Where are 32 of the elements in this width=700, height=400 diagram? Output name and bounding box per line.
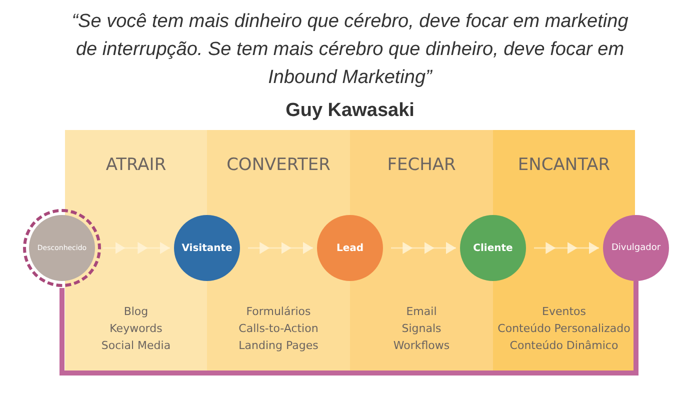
stage-heading: CONVERTER	[226, 155, 332, 175]
chevron-arrow	[534, 242, 599, 254]
stage-label: Cliente	[473, 242, 513, 254]
tactic-item: Conteúdo Personalizado	[496, 322, 632, 335]
stage-heading: FECHAR	[386, 155, 457, 175]
stage-heading: ENCANTAR	[516, 155, 612, 175]
tactic-item: Workflows	[392, 339, 451, 352]
stage-label: Visitante	[182, 242, 232, 254]
tactic-item: Landing Pages	[238, 339, 320, 352]
stage-label: Lead	[336, 242, 364, 254]
author-name: Guy Kawasaki	[284, 100, 416, 122]
tactic-item: Blog	[122, 305, 150, 318]
stage-header	[350, 130, 493, 200]
chevron-arrow	[248, 242, 313, 254]
quote-title: “Se você tem mais dinheiro que cérebro, deve focar em marketing de interrupção. Se tem mais cérebro que dinheiro, deve focar em Inbound Marketing”	[70, 10, 630, 90]
chevron-arrow	[391, 242, 456, 254]
stage-circle	[29, 215, 95, 281]
loop-line	[60, 281, 638, 376]
tactic-item: Social Media	[100, 339, 172, 352]
stage-label: Divulgador	[611, 243, 661, 253]
tactic-item: Keywords	[108, 322, 164, 335]
stage-header	[65, 130, 207, 200]
chevron-arrow	[103, 242, 170, 254]
stage-header	[207, 130, 350, 200]
stage-header	[493, 130, 635, 200]
tactic-item: Formulários	[245, 305, 312, 318]
tactic-item: Signals	[400, 322, 442, 335]
tactic-item: Eventos	[541, 305, 587, 318]
tactic-item: Calls-to-Action	[238, 322, 320, 335]
tactic-item: Email	[405, 305, 438, 318]
stage-heading: ATRAIR	[104, 155, 168, 175]
tactic-item: Conteúdo Dinâmico	[508, 339, 620, 352]
